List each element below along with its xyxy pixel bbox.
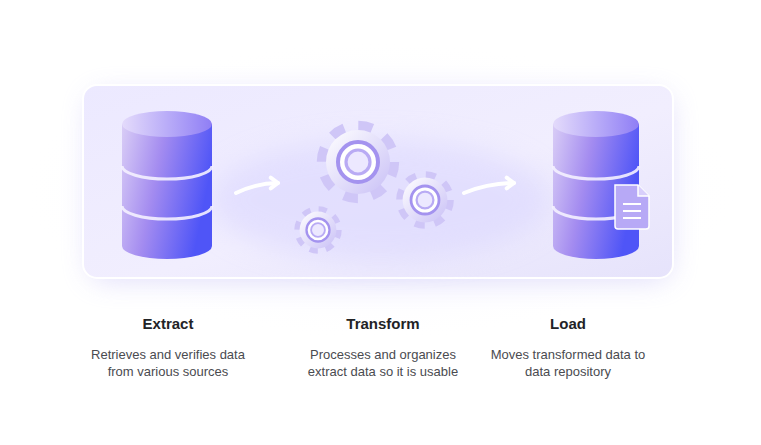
flow-arrow: [236, 178, 278, 193]
etl-stage: ExtractRetrieves and verifies data from …: [118, 110, 232, 260]
arrow-head: [271, 178, 278, 189]
etl-stage: TransformProcesses and organizes extract…: [282, 115, 460, 260]
stage-description: Moves transformed data to data repositor…: [479, 346, 657, 380]
stage-icon: [518, 110, 654, 260]
stage-heading: Transform: [294, 315, 472, 333]
etl-stage: LoadMoves transformed data to data repos…: [518, 110, 654, 260]
stage-icon: [118, 110, 232, 260]
stage-icon: [282, 115, 460, 260]
stage-heading: Load: [479, 315, 657, 333]
stage-heading: Extract: [79, 315, 257, 333]
arrow-head: [507, 178, 514, 189]
stage-text: ExtractRetrieves and verifies data from …: [79, 315, 257, 380]
stage-description: Processes and organizes extract data so …: [294, 346, 472, 380]
flow-arrow: [464, 178, 514, 193]
stage-text: TransformProcesses and organizes extract…: [294, 315, 472, 380]
stage-text: LoadMoves transformed data to data repos…: [479, 315, 657, 380]
stage-description: Retrieves and verifies data from various…: [79, 346, 257, 380]
